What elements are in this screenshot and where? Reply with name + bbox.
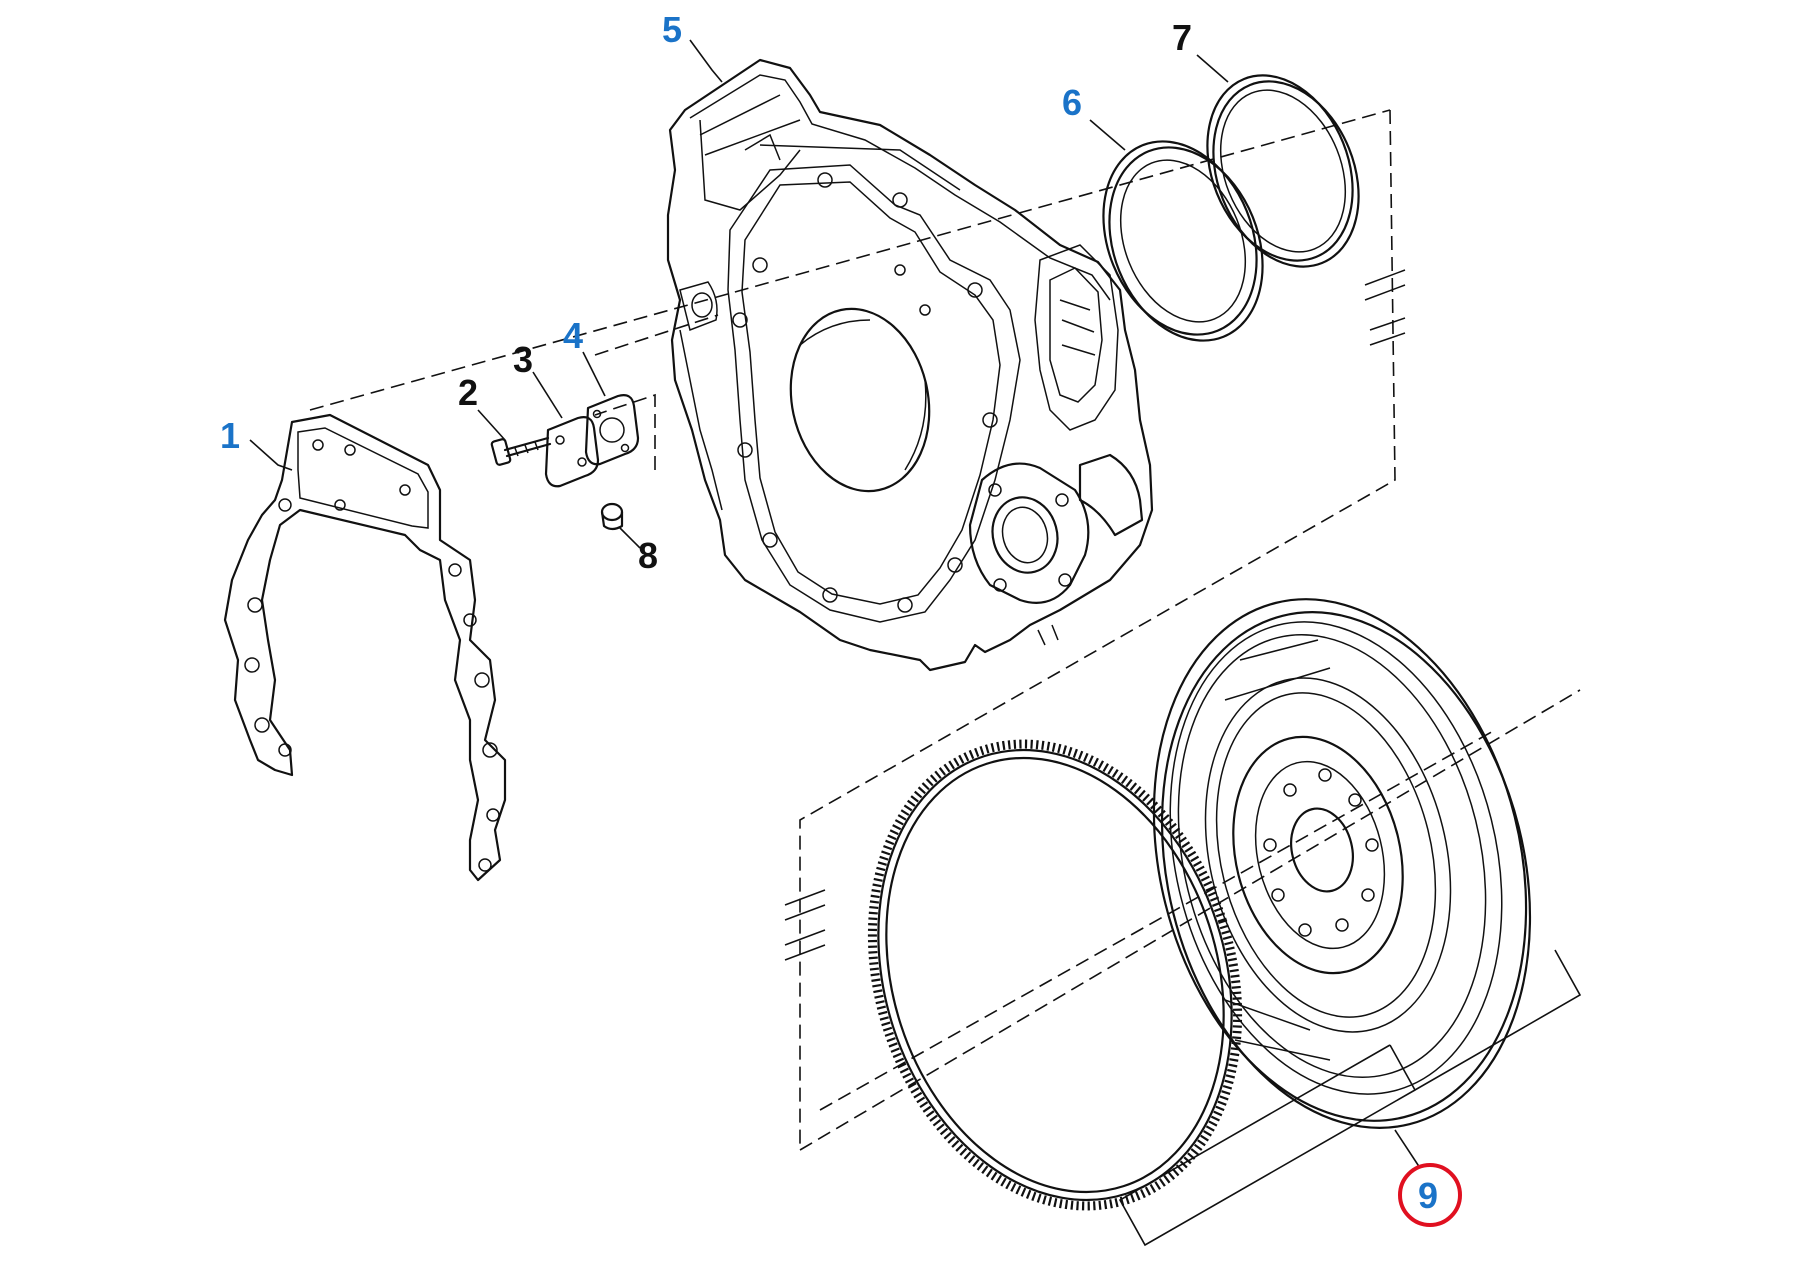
callout-label-1: 1	[220, 415, 240, 456]
callout-7: 7	[1172, 17, 1192, 58]
callout-8: 8	[638, 535, 658, 576]
part-9-ring-gear	[867, 739, 1243, 1211]
callout-3: 3	[513, 339, 533, 380]
callout-label-4: 4	[563, 315, 583, 356]
part-8-plug	[600, 502, 641, 549]
callout-5: 5	[662, 9, 682, 50]
assembly-axis-lines	[309, 109, 1581, 1151]
part-4-gasket-small	[582, 351, 640, 466]
part-1-gasket	[223, 413, 507, 882]
callout-1: 1	[220, 415, 240, 456]
part-9-flywheel	[1118, 598, 1582, 1247]
callout-9-highlight-ring	[1398, 1163, 1462, 1227]
part-6-seal	[1089, 119, 1264, 342]
callout-label-6: 6	[1062, 82, 1082, 123]
part-5-flywheel-housing	[666, 39, 1154, 672]
callout-label-8: 8	[638, 535, 658, 576]
part-3-cover-plate	[532, 371, 600, 488]
part-2-bolt	[477, 409, 552, 466]
callout-label-9: 9	[1418, 1175, 1438, 1216]
callout-9: 9	[1398, 1163, 1462, 1227]
callout-label-7: 7	[1172, 17, 1192, 58]
callout-label-2: 2	[458, 372, 478, 413]
callout-label-3: 3	[513, 339, 533, 380]
part-7-seal	[1196, 54, 1360, 268]
callout-6: 6	[1062, 82, 1082, 123]
callout-4: 4	[563, 315, 583, 356]
callout-label-5: 5	[662, 9, 682, 50]
callout-2: 2	[458, 372, 478, 413]
